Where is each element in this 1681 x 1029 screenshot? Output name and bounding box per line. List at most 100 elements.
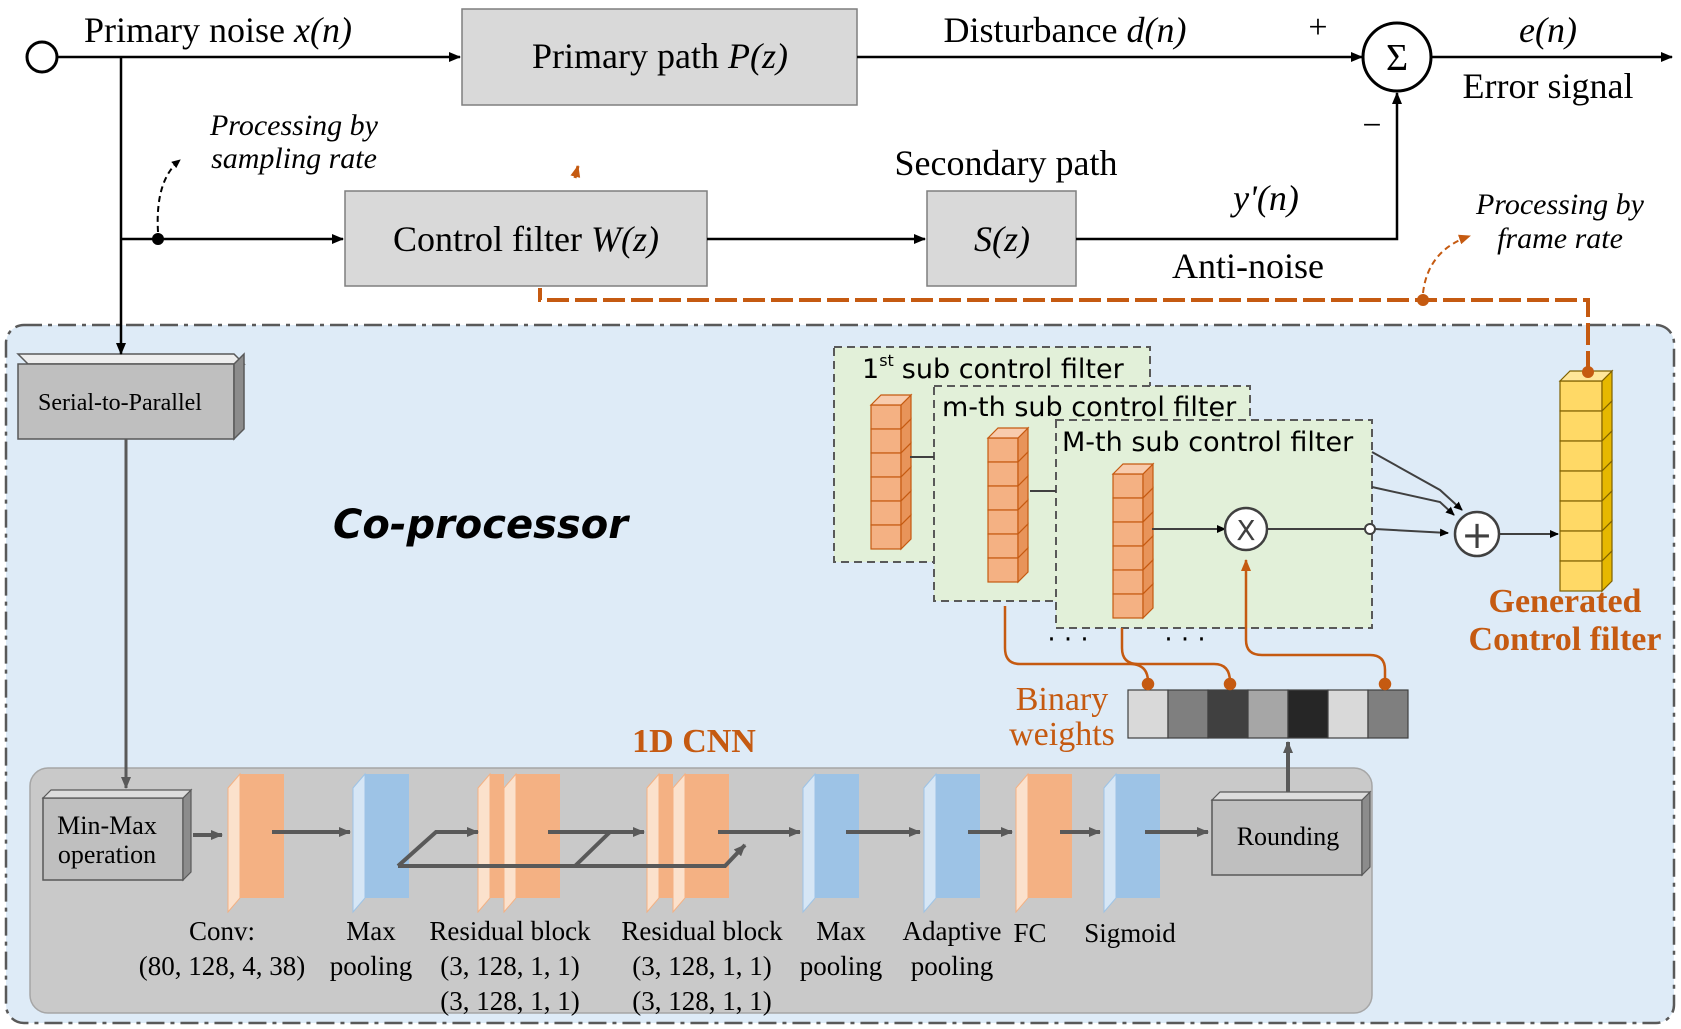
minus-sign: − (1362, 107, 1381, 144)
sub-filter-m-cell (987, 437, 1019, 463)
sub-filter-M-panel: M-th sub control filter (1055, 419, 1373, 629)
max-pooling-1-caption-line1: Max (346, 916, 396, 946)
conv-caption-line2: (80, 128, 4, 38) (139, 951, 305, 981)
sub-filter-1-cell (870, 524, 902, 550)
sub-filter-m-cell (987, 557, 1019, 583)
residual-block-2-layers (646, 772, 729, 914)
minmax-label-line1: Min-Max (57, 811, 157, 840)
generated-filter-tap-node (1582, 366, 1594, 378)
add-symbol: + (1461, 513, 1493, 557)
residual-block-1-caption-line1: Residual block (429, 916, 591, 946)
cnn-layer-captions: Conv: (80, 128, 4, 38) Max pooling Resid… (139, 916, 1176, 1016)
max-pooling-1-layer (352, 772, 409, 914)
generated-filter-label-line1: Generated (1489, 583, 1642, 620)
max-pooling-2-layer (802, 772, 859, 914)
binary-weights-label-line1: Binary (1016, 681, 1109, 718)
input-node (25, 40, 59, 74)
serial-to-parallel-block: Serial-to-Parallel (16, 352, 246, 441)
ellipsis-2: · · · (1164, 625, 1205, 655)
residual-block-2-caption-line3: (3, 128, 1, 1) (632, 986, 771, 1016)
conv-caption-line1: Conv: (189, 916, 255, 946)
sub-filter-1-top (869, 394, 913, 406)
binary-weight-cell (1207, 689, 1249, 739)
sub-filter-M-cell (1112, 473, 1144, 499)
conv-layer (227, 772, 284, 914)
residual-block-1-caption-line3: (3, 128, 1, 1) (440, 986, 579, 1016)
binary-weights-bar (1127, 689, 1409, 739)
sub-filter-M-cell-side (1142, 582, 1154, 620)
secondary-path-symbol: S(z) (974, 219, 1030, 259)
error-label: Error signal (1463, 66, 1634, 106)
error-symbol: e(n) (1519, 10, 1577, 50)
generated-filter-cell-side (1601, 549, 1613, 593)
sub-filter-1-rest: sub control filter (902, 354, 1125, 385)
sub-filter-1-cell (870, 452, 902, 478)
plus-sign: + (1308, 9, 1327, 46)
fc-layer (1015, 772, 1072, 914)
binary-weight-cell (1287, 689, 1329, 739)
sub-filter-1-num: 1 (862, 354, 879, 385)
binary-weights-label-line2: weights (1009, 716, 1115, 753)
processing-sampling-line1: Processing by (209, 109, 379, 142)
secondary-path-label: Secondary path (895, 143, 1118, 183)
generated-filter-cell (1559, 380, 1603, 412)
generated-filter-cell (1559, 530, 1603, 562)
sub-filter-m-cell (987, 533, 1019, 559)
generated-filter-cell (1559, 560, 1603, 592)
secondary-path-block (926, 190, 1077, 287)
rounding-block: Rounding (1210, 790, 1372, 877)
cnn-arrows (193, 741, 1293, 868)
adaptive-pooling-layer (923, 772, 980, 914)
primary-path-symbol: P(z) (727, 36, 788, 76)
binary-weight-cell (1127, 689, 1169, 739)
sub-filter-M-cell (1112, 545, 1144, 571)
disturbance-label: Disturbance d(n) (944, 10, 1187, 50)
multiply-node: X (1223, 506, 1269, 552)
minmax-label-line2: operation (58, 840, 156, 869)
sub-filter-1-cell (870, 476, 902, 502)
sub-filter-M-cell (1112, 497, 1144, 523)
sub-filter-m-cell (987, 461, 1019, 487)
generated-filter-label-line2: Control filter (1469, 621, 1662, 658)
cnn-title: 1D CNN (632, 723, 756, 760)
max-pooling-1-caption-line2: pooling (330, 951, 413, 981)
generated-filter-cell (1559, 500, 1603, 532)
sub-filter-m-cell-side (1017, 546, 1029, 584)
minmax-block: Min-Max operation (41, 788, 193, 882)
sub-filter-M-cell (1112, 521, 1144, 547)
rounding-label: Rounding (1237, 822, 1340, 851)
multiply-symbol: X (1236, 514, 1255, 547)
generated-filter-cell (1559, 470, 1603, 502)
residual-block-1-layers (477, 772, 560, 914)
ellipsis-1: · · · (1047, 625, 1088, 655)
sub-filter-m-label: m-th sub control filter (942, 392, 1237, 423)
sub-filter-m-top (986, 427, 1030, 439)
sub-filter-signal-lines (910, 451, 1559, 538)
sub-filter-M-cell (1112, 569, 1144, 595)
generated-filter-cell (1559, 410, 1603, 442)
sub-filter-M-stack (1111, 462, 1155, 620)
binary-weight-links (1003, 559, 1392, 691)
sampling-node (152, 233, 164, 245)
generated-filter-stack (1558, 369, 1614, 593)
binary-weight-cell (1367, 689, 1409, 739)
sub-filter-M-cell (1112, 593, 1144, 619)
anti-noise-label: Anti-noise (1172, 246, 1324, 286)
sub-filter-1-stack (869, 393, 913, 551)
summation-node: Σ (1361, 21, 1433, 93)
residual-block-1-caption-line2: (3, 128, 1, 1) (440, 951, 579, 981)
coprocessor-title: Co-processor (333, 502, 630, 548)
sub-filter-m-cell (987, 485, 1019, 511)
sub-filter-M-top (1111, 463, 1155, 475)
serial-to-parallel-label: Serial-to-Parallel (38, 390, 202, 416)
max-pooling-2-caption-line1: Max (816, 916, 866, 946)
sub-filter-1-cell (870, 428, 902, 454)
processing-sampling-line2: sampling rate (211, 142, 377, 175)
disturbance-symbol: d(n) (1126, 10, 1186, 50)
sampling-pointer (156, 159, 181, 233)
frame-rate-pointer (1422, 234, 1471, 294)
binary-weight-cell (1247, 689, 1289, 739)
max-pooling-2-caption-line2: pooling (800, 951, 883, 981)
